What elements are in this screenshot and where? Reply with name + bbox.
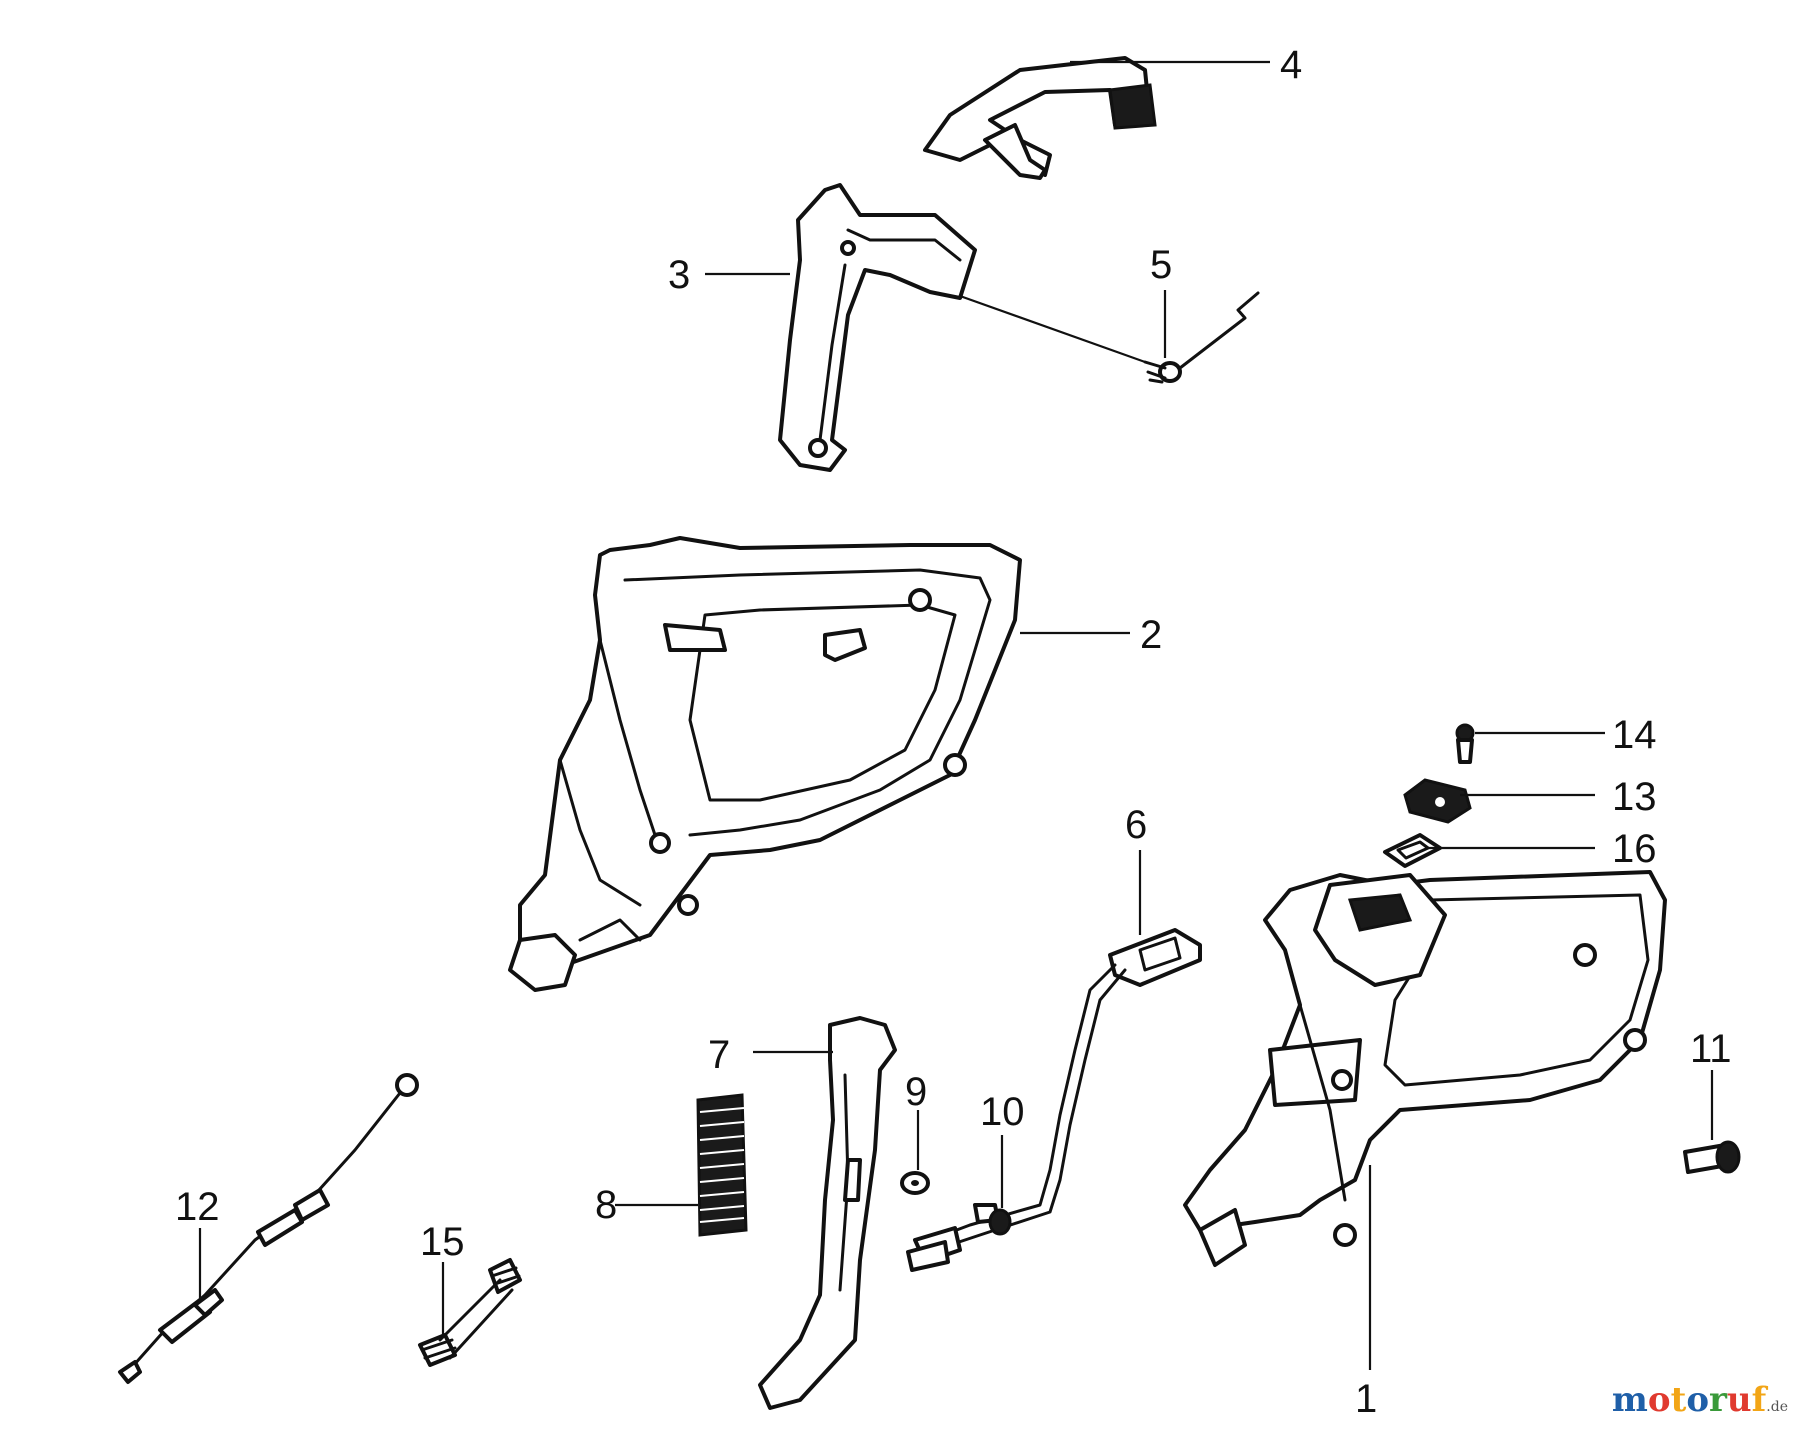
part-8-spring [696, 1093, 748, 1237]
part-16-label [1383, 833, 1442, 868]
part-14-screw [1455, 723, 1475, 764]
watermark-letter: m [1611, 1380, 1648, 1420]
part-5-screw [1143, 291, 1260, 384]
callout-1: 1 [1355, 1377, 1377, 1421]
callout-7: 7 [708, 1033, 730, 1077]
callout-labels: 1 2 3 4 5 6 7 8 9 10 11 12 13 14 15 16 [175, 43, 1732, 1421]
motoruf-watermark-logo: motoruf.de [1612, 1380, 1788, 1420]
part-6-switch-cable [906, 928, 1202, 1272]
callout-15: 15 [420, 1220, 465, 1264]
callout-2: 2 [1140, 613, 1162, 657]
part-7-trigger-rod [758, 1016, 897, 1410]
part-1-handle-shell-right [1183, 870, 1667, 1267]
callout-10: 10 [980, 1090, 1025, 1134]
watermark-letter: r [1709, 1380, 1727, 1420]
watermark-letter: f [1751, 1380, 1767, 1420]
callout-4: 4 [1280, 43, 1302, 87]
watermark-letter: o [1686, 1380, 1709, 1420]
callout-6: 6 [1125, 803, 1147, 847]
callout-11: 11 [1690, 1027, 1732, 1071]
callout-8: 8 [595, 1183, 617, 1227]
part-12-control-cable [118, 1073, 419, 1384]
callout-9: 9 [905, 1070, 927, 1114]
callout-16: 16 [1612, 827, 1657, 871]
watermark-letter: t [1670, 1380, 1687, 1420]
part-11-screw [1683, 1140, 1741, 1174]
callout-5: 5 [1150, 243, 1172, 287]
part-9-washer [900, 1171, 930, 1195]
watermark-letter: u [1726, 1380, 1752, 1420]
callout-14: 14 [1612, 713, 1657, 757]
leader-lines [198, 60, 1714, 1370]
part-3-trigger-lever [778, 183, 977, 472]
watermark-letter: o [1647, 1380, 1671, 1420]
callout-13: 13 [1612, 775, 1657, 819]
part-13-button-cap [1403, 778, 1472, 824]
part-10-screw [973, 1203, 1012, 1236]
callout-12: 12 [175, 1185, 220, 1229]
part-4-switch-lever [923, 56, 1157, 180]
part-15-springs [418, 1258, 522, 1367]
part-2-handle-shell-left [508, 536, 1022, 992]
callout-3: 3 [668, 253, 690, 297]
watermark-suffix: .de [1766, 1399, 1788, 1415]
